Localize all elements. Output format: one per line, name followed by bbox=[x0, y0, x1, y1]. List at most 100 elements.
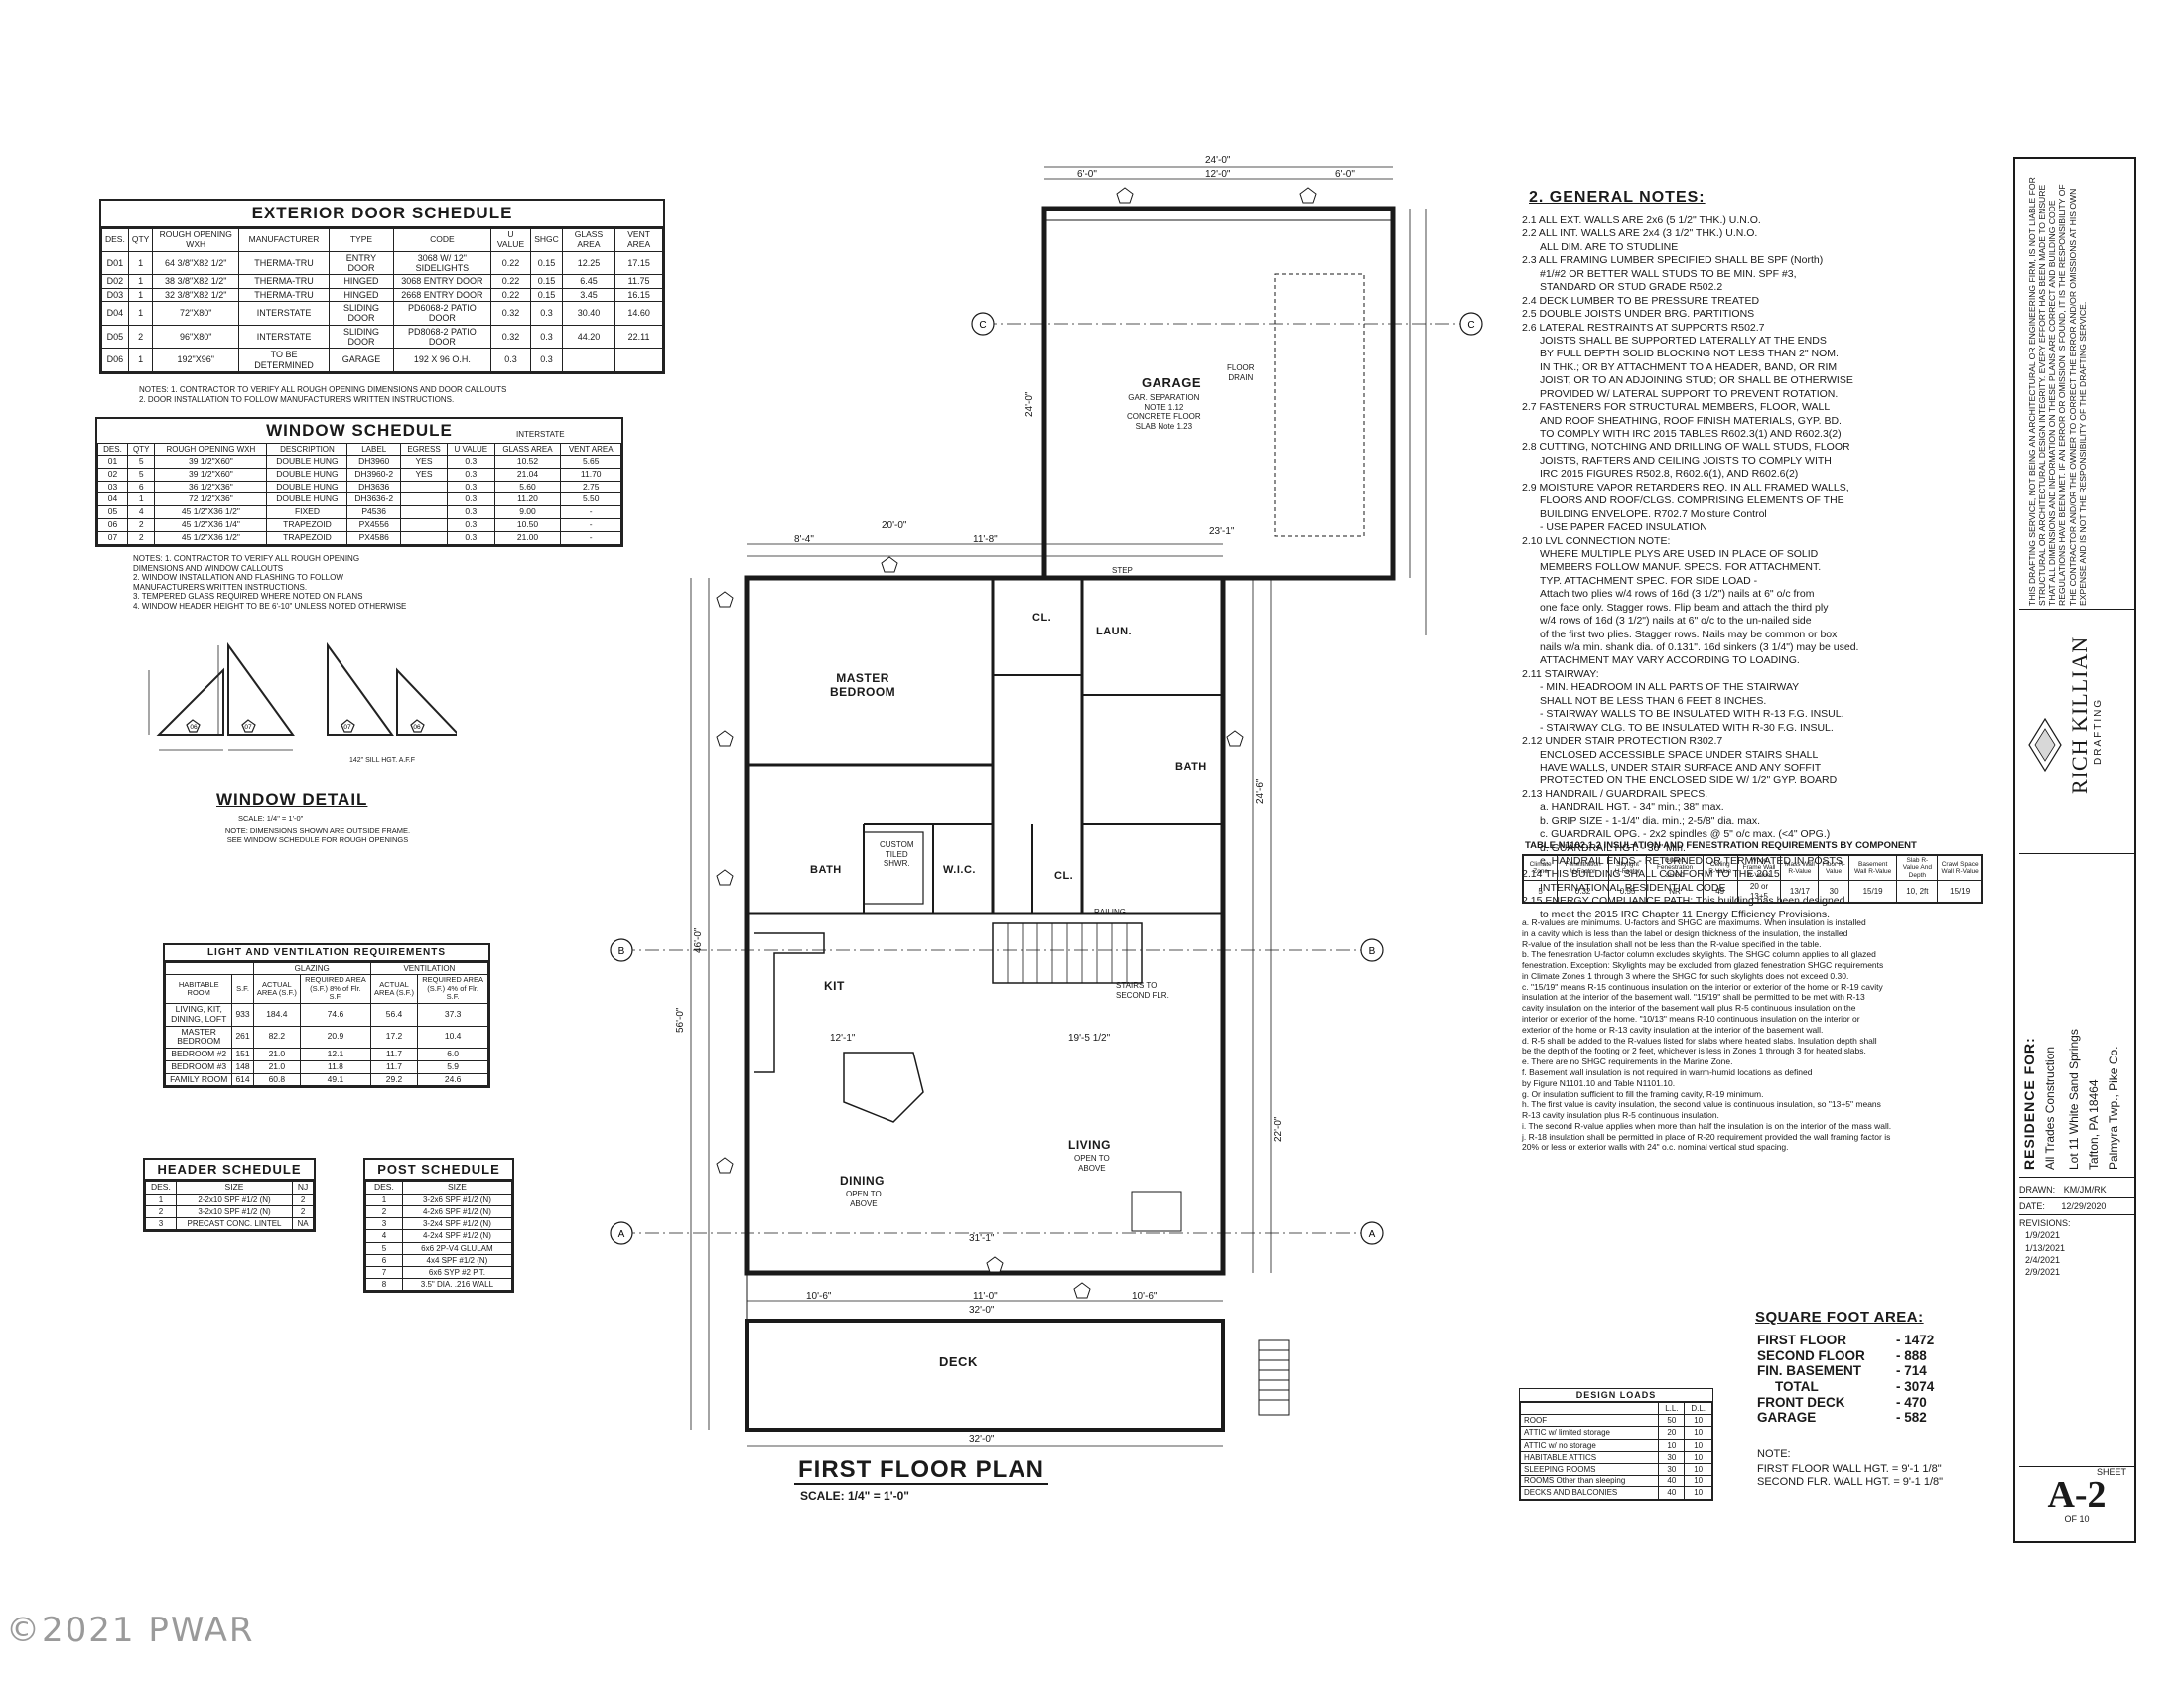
window-detail-tag: 07 bbox=[244, 724, 252, 731]
table-header-cell bbox=[1519, 1401, 1660, 1416]
table-cell: 30 bbox=[1818, 880, 1849, 904]
table-cell: 0.3 bbox=[489, 348, 532, 372]
table-cell: 3.5" DIA. .216 WALL bbox=[401, 1278, 513, 1292]
table-cell: HINGED bbox=[328, 287, 394, 302]
table-cell: 12.25 bbox=[561, 250, 616, 276]
sqft-notes: FIRST FLOOR WALL HGT. = 9'-1 1/8"SECOND … bbox=[1757, 1462, 1943, 1490]
sqft-value: - 888 bbox=[1896, 1347, 1927, 1363]
note-line: IRC 2015 FIGURES R502.8, R602.6(1), AND … bbox=[1540, 468, 1799, 481]
window-detail-note: NOTE: DIMENSIONS SHOWN ARE OUTSIDE FRAME… bbox=[224, 826, 411, 844]
table-cell: 40 bbox=[1658, 1486, 1686, 1500]
table-cell: INTERSTATE bbox=[238, 300, 330, 326]
dim-bottom-c: 10'-6" bbox=[1132, 1291, 1158, 1302]
window-detail-sill: 142" SILL HGT. A.F.F bbox=[349, 757, 416, 764]
garage-notes: GAR. SEPARATION NOTE 1.12 CONCRETE FLOOR… bbox=[1127, 393, 1201, 431]
sqft-row: FIN. BASEMENT- 714 bbox=[1757, 1363, 1985, 1379]
note-line: b. GRIP SIZE - 1-1/4" dia. min.; 2-5/8" … bbox=[1540, 814, 1761, 827]
note-line: WHERE MULTIPLE PLYS ARE USED IN PLACE OF… bbox=[1540, 547, 1819, 560]
table-header-cell: GLASS AREA bbox=[493, 442, 562, 457]
note-line: 2.2 ALL INT. WALLS ARE 2x4 (3 1/2" THK.)… bbox=[1522, 227, 1758, 240]
table-cell: 2 bbox=[292, 1193, 314, 1206]
revision-date: 1/13/2021 bbox=[2025, 1242, 2066, 1253]
note-line: 2.9 MOISTURE VAPOR RETARDERS REQ. IN ALL… bbox=[1522, 481, 1849, 493]
table-cell: 10 bbox=[1684, 1475, 1712, 1488]
house-walls bbox=[744, 575, 1226, 1276]
table-cell: 20 or 13+5 bbox=[1736, 880, 1782, 904]
table-cell: 17.15 bbox=[614, 250, 663, 276]
table-header-cell: Basement Wall R-Value bbox=[1847, 854, 1898, 882]
table-cell: 0.32 bbox=[489, 324, 532, 350]
note-line: ATTACHMENT MAY VARY ACCORDING TO LOADING… bbox=[1540, 654, 1800, 667]
note-line: STANDARD OR STUD GRADE R502.2 bbox=[1540, 281, 1723, 294]
sqft-note-title: NOTE: bbox=[1757, 1448, 1791, 1460]
dim-living-w: 19'-5 1/2" bbox=[1068, 1033, 1111, 1044]
note-line: ENCLOSED ACCESSIBLE SPACE UNDER STAIRS S… bbox=[1540, 748, 1819, 761]
note-line: FLOORS AND ROOF/CLGS. COMPRISING ELEMENT… bbox=[1540, 494, 1844, 507]
note-line: - USE PAPER FACED INSULATION bbox=[1540, 521, 1707, 534]
note-line: 2.1 ALL EXT. WALLS ARE 2x6 (5 1/2" THK.)… bbox=[1522, 214, 1761, 226]
room-wic: W.I.C. bbox=[943, 864, 976, 876]
window-schedule-interstate: INTERSTATE bbox=[516, 430, 565, 439]
table-cell: 10, 2ft bbox=[1896, 880, 1939, 904]
note-line: PROVIDED W/ LATERAL SUPPORT TO PREVENT R… bbox=[1540, 387, 1839, 400]
table-cell: LIVING, KIT, DINING, LOFT bbox=[164, 1003, 233, 1027]
table-cell: 10 bbox=[1684, 1438, 1712, 1452]
table-cell: THERMA-TRU bbox=[238, 250, 330, 276]
table-cell: 30.40 bbox=[561, 300, 616, 326]
table-cell: HINGED bbox=[328, 274, 394, 289]
table-cell: 0.32 bbox=[1557, 880, 1609, 904]
table-cell: D01 bbox=[101, 250, 129, 276]
sqft-row: FRONT DECK- 470 bbox=[1757, 1395, 1985, 1411]
light-vent-title: LIGHT AND VENTILATION REQUIREMENTS bbox=[165, 945, 488, 962]
table-cell: PX4586 bbox=[346, 530, 401, 545]
table-header-cell: Climate Zone bbox=[1522, 854, 1559, 882]
window-detail-tag: 06 bbox=[190, 724, 198, 731]
sqft-note-line: SECOND FLR. WALL HGT. = 9'-1 1/8" bbox=[1757, 1477, 1944, 1489]
sqft-label: FIRST FLOOR bbox=[1757, 1333, 1846, 1347]
table-header-cell: Mass Wall R-Value bbox=[1780, 854, 1820, 882]
table-cell: 49 bbox=[1702, 880, 1738, 904]
room-master-bedroom: MASTER BEDROOM bbox=[830, 671, 896, 699]
table-header-cell: Slab R-Value And Depth bbox=[1896, 854, 1939, 882]
table-header-cell: REQUIRED AREA (S.F.) 8% of Flr. S.F. bbox=[300, 974, 371, 1005]
note-line: of the first two plies. Stagger rows. Na… bbox=[1540, 628, 1838, 640]
table-cell: 10 bbox=[1684, 1486, 1712, 1500]
sqft-row: SECOND FLOOR - 888 bbox=[1757, 1348, 1985, 1364]
table-cell: SLIDING DOOR bbox=[328, 324, 394, 350]
railing-note: RAILING bbox=[1094, 908, 1127, 916]
note-line: 2.3 ALL FRAMING LUMBER SPECIFIED SHALL B… bbox=[1522, 254, 1824, 267]
table-cell: 44.20 bbox=[561, 324, 616, 350]
table-cell: 1 bbox=[127, 274, 154, 289]
svg-text:B: B bbox=[618, 946, 625, 957]
room-bath-2: BATH bbox=[1175, 761, 1207, 773]
room-kitchen: KIT bbox=[824, 979, 845, 993]
dim-bottom-a: 10'-6" bbox=[806, 1291, 832, 1302]
sqft-value: - 582 bbox=[1896, 1410, 1927, 1426]
dim-kit-w: 12'-1" bbox=[830, 1033, 856, 1044]
table-cell: 32 3/8"X82 1/2" bbox=[152, 287, 240, 302]
note-line: - STAIRWAY CLG. TO BE INSULATED WITH R-3… bbox=[1540, 721, 1834, 734]
table-cell: 1 bbox=[127, 300, 154, 326]
sqft-label: SECOND FLOOR bbox=[1757, 1347, 1865, 1363]
note-line: 2.12 UNDER STAIR PROTECTION R302.7 bbox=[1522, 735, 1723, 748]
table-cell: 0.3 bbox=[530, 300, 563, 326]
note-line: BY FULL DEPTH SOLID BLOCKING NOT LESS TH… bbox=[1540, 348, 1839, 360]
table-cell: - bbox=[560, 530, 621, 545]
table-cell: 72"X80" bbox=[152, 300, 240, 326]
table-cell: ROOMS Other than sleeping bbox=[1519, 1475, 1660, 1488]
insulation-note-line: insulation at the interior of the baseme… bbox=[1522, 992, 1865, 1003]
table-cell: 192 X 96 O.H. bbox=[392, 348, 491, 372]
